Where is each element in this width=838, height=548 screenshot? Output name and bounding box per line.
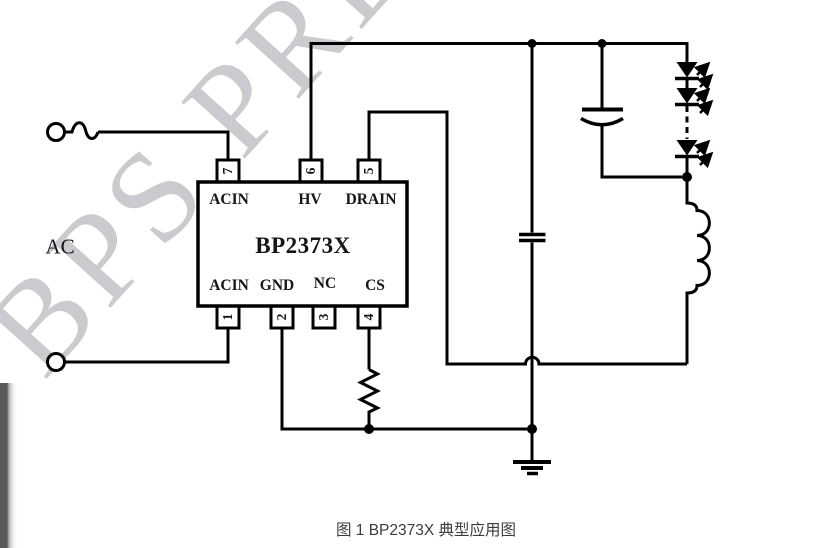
ic-outline [196, 158, 409, 330]
pin-number-7: 7 [220, 167, 235, 175]
pin-label-nc: NC [313, 275, 337, 292]
figure-caption: 图 1 BP2373X 典型应用图 [335, 522, 517, 539]
pin-label-gnd: GND [259, 277, 295, 294]
pin-number-6: 6 [303, 167, 318, 175]
pin-label-hv: HV [298, 191, 322, 208]
pin-number-5: 5 [361, 167, 376, 175]
inductor-icon [685, 177, 711, 364]
drain-wire [367, 110, 687, 366]
pin-label-drain: DRAIN [345, 191, 397, 208]
earth-ground-icon [513, 460, 551, 476]
polarized-capacitor-icon [580, 43, 682, 179]
fuse-icon [64, 121, 100, 140]
pin-label-cs: CS [365, 277, 385, 294]
pin-number-2: 2 [274, 313, 289, 321]
junction-dots [364, 39, 692, 434]
ic-part-number: BP2373X [255, 233, 351, 258]
left-edge-panel-bar [0, 383, 18, 548]
led-string-icon [675, 61, 714, 177]
pin-label-acin-bottom: ACIN [209, 277, 249, 294]
led-emission-arrows [693, 61, 714, 169]
capacitor-icon [519, 43, 546, 461]
pin-label-acin-top: ACIN [209, 191, 249, 208]
pin-number-3: 3 [316, 313, 331, 321]
hv-rail-wire [309, 42, 689, 160]
gnd-wire [280, 328, 369, 431]
pin-number-4: 4 [361, 313, 376, 321]
input-wires [64, 130, 230, 364]
pin-number-1: 1 [220, 313, 235, 321]
resistor-icon [357, 328, 381, 429]
ac-input-label: AC [45, 234, 75, 259]
